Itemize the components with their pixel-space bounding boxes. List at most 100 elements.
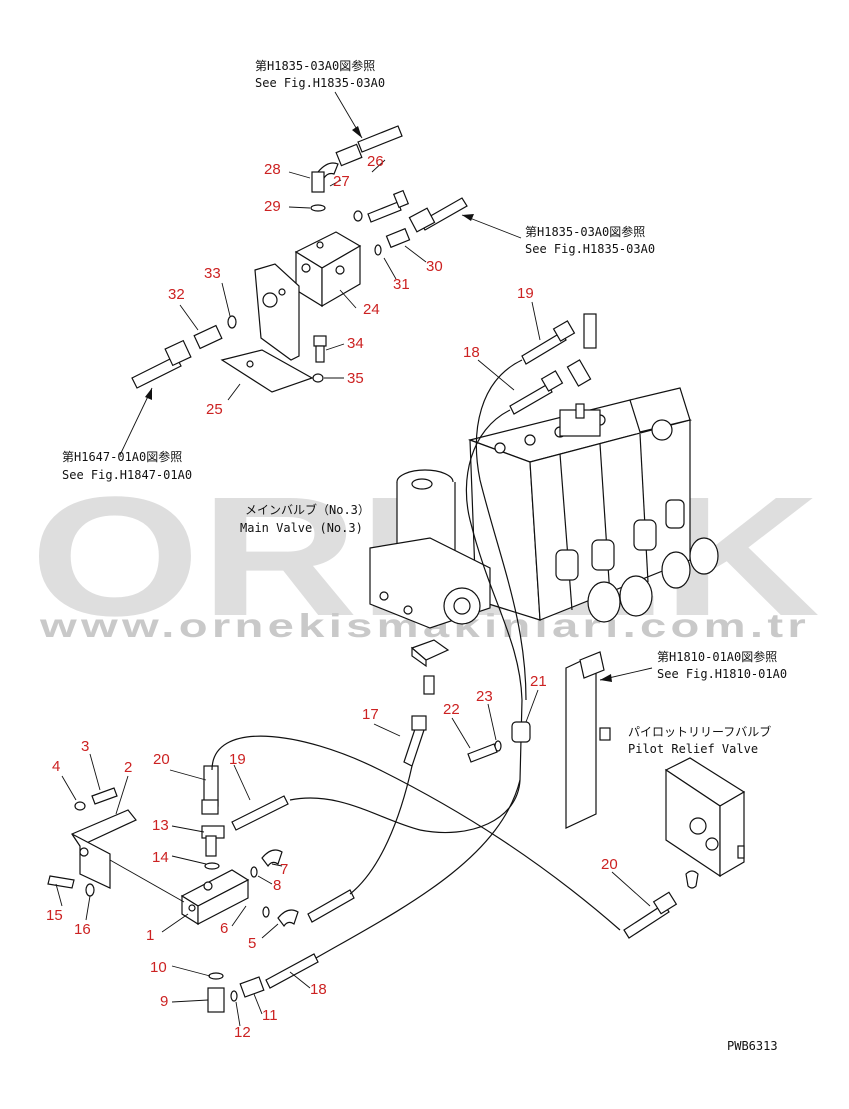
part-numbers: 1 2 3 4 5 6 7 8 9 10 11 12 13 14 15 16 1… xyxy=(46,153,618,1041)
hose-route-19 xyxy=(475,359,527,701)
bolt-15 xyxy=(47,875,75,889)
fitting-30 xyxy=(385,227,411,249)
part-number-19a: 19 xyxy=(517,285,534,302)
leader-lines xyxy=(55,159,651,1027)
hose-19-upper xyxy=(521,331,567,365)
part-number-6: 6 xyxy=(220,920,228,937)
o-ring-33 xyxy=(227,315,237,329)
hose-route-20 xyxy=(211,735,621,931)
main-valve-label-en: Main Valve (No.3) xyxy=(240,521,363,535)
hose-26-nut xyxy=(335,143,363,167)
part-number-32: 32 xyxy=(168,286,185,303)
part-number-35: 35 xyxy=(347,370,364,387)
reference-left-jp: 第H1647-01A0図参照 xyxy=(62,449,182,464)
fitting-11 xyxy=(239,976,265,998)
part-number-31: 31 xyxy=(393,276,410,293)
bracket-21 xyxy=(565,653,597,829)
washer-35 xyxy=(312,373,324,383)
reference-right-upper-en: See Fig.H1835-03A0 xyxy=(525,242,655,256)
bolt-34 xyxy=(313,335,327,347)
hose-route-18 xyxy=(419,409,523,834)
o-ring-14 xyxy=(204,862,220,870)
pilot-relief-valve xyxy=(623,757,746,939)
reference-right-upper: 第H1835-03A0図参照 See Fig.H1835-03A0 xyxy=(525,224,655,256)
part-number-18b: 18 xyxy=(310,981,327,998)
elbow-7 xyxy=(261,849,283,868)
main-valve-label: メインバルブ（No.3） Main Valve (No.3) xyxy=(240,502,370,535)
fitting-32 xyxy=(193,324,223,350)
part-number-12: 12 xyxy=(234,1024,251,1041)
bolt-22 xyxy=(467,743,498,763)
o-ring-6 xyxy=(262,906,270,918)
reference-arrows xyxy=(119,91,653,682)
hose-20-lower xyxy=(623,903,670,939)
block-24-side xyxy=(321,244,361,308)
part-number-19b: 19 xyxy=(229,751,246,768)
valve-hoses xyxy=(419,320,576,834)
part-number-4: 4 xyxy=(52,758,60,775)
part-number-8: 8 xyxy=(273,877,281,894)
pilot-relief-label-jp: パイロットリリーフバルブ xyxy=(628,724,771,739)
reference-right-lower-en: See Fig.H1810-01A0 xyxy=(657,667,787,681)
part-number-10: 10 xyxy=(150,959,167,976)
pilot-elbow xyxy=(685,870,699,889)
part-number-14: 14 xyxy=(152,849,169,866)
reference-top-jp: 第H1835-03A0図参照 xyxy=(255,58,375,73)
part-number-5: 5 xyxy=(248,935,256,952)
bracket-25-base xyxy=(220,349,314,393)
reference-top-en: See Fig.H1835-03A0 xyxy=(255,76,385,90)
main-valve-label-jp: メインバルブ（No.3） xyxy=(245,502,370,517)
hose-lower-mid xyxy=(307,889,355,923)
fitting-17-top xyxy=(423,675,435,695)
reference-left: 第H1647-01A0図参照 See Fig.H1847-01A0 xyxy=(62,449,192,482)
part-number-33: 33 xyxy=(204,265,221,282)
part-number-21: 21 xyxy=(530,673,547,690)
part-number-27: 27 xyxy=(333,173,350,190)
reference-top: 第H1835-03A0図参照 See Fig.H1835-03A0 xyxy=(255,58,385,90)
part-number-16: 16 xyxy=(74,921,91,938)
part-number-24: 24 xyxy=(363,301,380,318)
washer xyxy=(353,210,363,222)
elbow-5 xyxy=(277,909,299,928)
hose-left xyxy=(131,355,182,389)
part-number-20b: 20 xyxy=(601,856,618,873)
bolt-3 xyxy=(91,787,118,805)
o-ring-29 xyxy=(310,204,326,212)
hose-18-lower xyxy=(265,953,319,989)
part-number-17: 17 xyxy=(362,706,379,723)
part-number-11: 11 xyxy=(262,1007,278,1024)
spool-cap xyxy=(587,581,621,623)
part-number-2: 2 xyxy=(124,759,132,776)
bolt xyxy=(367,201,402,223)
lower-left-assembly xyxy=(47,735,621,1013)
o-ring-10 xyxy=(208,972,224,980)
pilot-relief-label: パイロットリリーフバルブ Pilot Relief Valve xyxy=(628,724,771,756)
o-ring-12 xyxy=(230,990,238,1002)
washer-16 xyxy=(85,883,95,897)
reference-right-upper-jp: 第H1835-03A0図参照 xyxy=(525,224,645,239)
hose-19-lower xyxy=(231,795,289,831)
part-number-1: 1 xyxy=(146,927,154,944)
hose-26 xyxy=(357,125,403,153)
clamp-bracket-21 xyxy=(403,639,611,829)
part-number-30: 30 xyxy=(426,258,443,275)
o-ring-8 xyxy=(250,866,258,878)
part-number-26: 26 xyxy=(367,153,384,170)
part-number-29: 29 xyxy=(264,198,281,215)
part-number-22: 22 xyxy=(443,701,460,718)
part-number-25: 25 xyxy=(206,401,223,418)
part-number-9: 9 xyxy=(160,993,168,1010)
clamp-21 xyxy=(511,721,531,743)
reference-right-lower-jp: 第H1810-01A0図参照 xyxy=(657,649,777,664)
part-number-15: 15 xyxy=(46,907,63,924)
fitting-9 xyxy=(207,987,225,1013)
reference-left-en: See Fig.H1847-01A0 xyxy=(62,468,192,482)
bracket-25-upright xyxy=(254,263,300,361)
valve-fitting-19 xyxy=(583,313,597,349)
part-number-3: 3 xyxy=(81,738,89,755)
drawing-code: PWB6313 xyxy=(727,1039,778,1053)
o-ring-31 xyxy=(374,244,382,256)
adapter-28 xyxy=(311,171,325,193)
part-number-7: 7 xyxy=(280,861,288,878)
